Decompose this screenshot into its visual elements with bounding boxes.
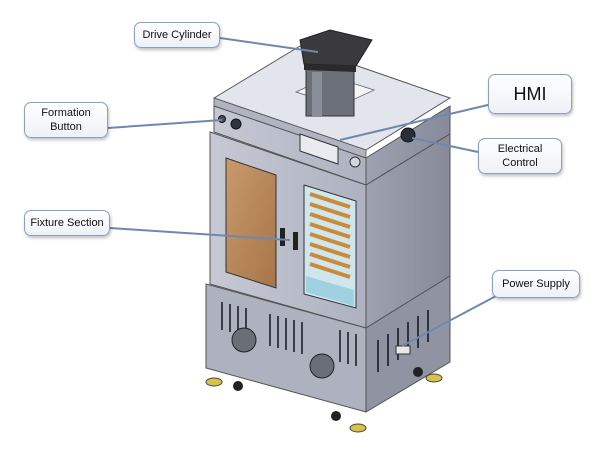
indicator-light bbox=[218, 115, 226, 123]
formation-button-part bbox=[230, 118, 242, 130]
cabinet-wheels bbox=[233, 367, 423, 421]
formation-button-callout: Formation Button bbox=[24, 102, 108, 138]
hmi-callout: HMI bbox=[488, 74, 572, 114]
control-dial bbox=[349, 156, 361, 168]
hmi-screen bbox=[299, 133, 339, 165]
fixture-section-callout: Fixture Section bbox=[24, 210, 110, 236]
fan-left bbox=[231, 327, 257, 353]
electrical-control-part bbox=[400, 127, 416, 143]
fan-right bbox=[309, 353, 335, 379]
left-door-window bbox=[225, 157, 277, 289]
leader-lines bbox=[107, 37, 497, 347]
door-handle-right bbox=[293, 232, 298, 250]
cabinet-feet bbox=[205, 373, 443, 433]
drive-cylinder-callout: Drive Cylinder bbox=[134, 22, 220, 48]
power-supply-part bbox=[377, 310, 429, 372]
power-supply-callout: Power Supply bbox=[492, 270, 580, 298]
drive-cylinder-part bbox=[299, 29, 373, 117]
fixture-section-part bbox=[303, 184, 357, 309]
electrical-control-callout: Electrical Control bbox=[478, 138, 562, 174]
door-handle-left bbox=[280, 228, 285, 246]
